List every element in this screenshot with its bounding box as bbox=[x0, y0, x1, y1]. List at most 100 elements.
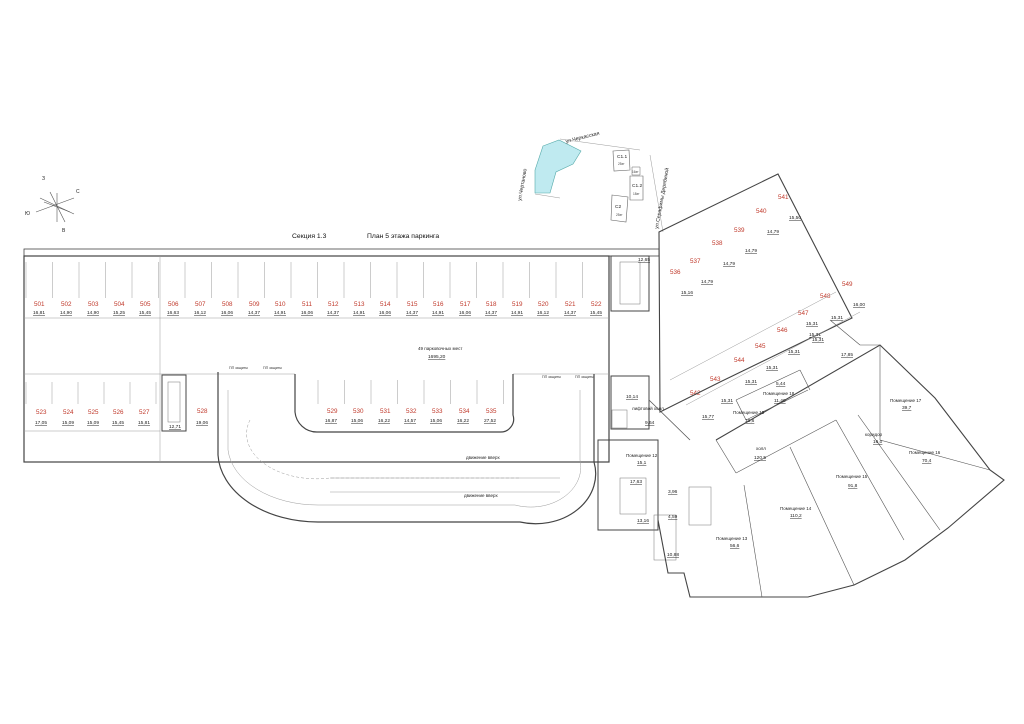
area-value: 17,63 bbox=[630, 479, 642, 485]
compass-label: С bbox=[76, 189, 80, 195]
ramp-direction-label: движение вверх bbox=[466, 455, 500, 460]
slot-area: 14,37 bbox=[564, 310, 576, 316]
slot-area: 15,06 bbox=[430, 418, 442, 424]
slot-number: 537 bbox=[690, 258, 701, 265]
area-value: 15,31 bbox=[806, 321, 818, 327]
building-floors: 18эт bbox=[633, 192, 640, 196]
street-label: ул.Серафимы Дерябиной bbox=[653, 167, 671, 229]
slot-number: 544 bbox=[734, 357, 745, 364]
area-value: 12,71 bbox=[169, 424, 181, 430]
slot-area: 14,90 bbox=[60, 310, 72, 316]
slot-area: 15,31 bbox=[745, 379, 757, 385]
slot-number: 546 bbox=[777, 327, 788, 334]
area-value: 5,44 bbox=[776, 381, 786, 387]
slot-area: 15,09 bbox=[87, 420, 99, 426]
slot-number: 541 bbox=[778, 194, 789, 201]
room-name: Помещение 18 bbox=[763, 391, 795, 396]
room-name: Помещение 16 bbox=[909, 450, 941, 455]
slot-area: 14,91 bbox=[353, 310, 365, 316]
area-value: 10,88 bbox=[667, 552, 679, 558]
room-area: 110,2 bbox=[790, 513, 802, 519]
area-value: 10,14 bbox=[626, 394, 638, 400]
slot-area: 16,81 bbox=[33, 310, 45, 316]
area-value: 15,77 bbox=[702, 414, 714, 420]
slot-number: 503 bbox=[88, 301, 99, 308]
street-label: ул.Черкасская bbox=[565, 131, 600, 145]
slot-number: 526 bbox=[113, 409, 124, 416]
slot-area: 15,31 bbox=[788, 349, 800, 355]
room-name: Помещение 13 bbox=[716, 536, 748, 541]
slot-number: 519 bbox=[512, 301, 523, 308]
slot-number: 521 bbox=[565, 301, 576, 308]
slot-number: 505 bbox=[140, 301, 151, 308]
slot-number: 514 bbox=[380, 301, 391, 308]
plan-title: План 5 этажа паркинга bbox=[367, 233, 439, 240]
compass-label: З bbox=[42, 176, 45, 182]
slot-area: 15,25 bbox=[113, 310, 125, 316]
slot-area: 14,79 bbox=[701, 279, 713, 285]
slot-number: 535 bbox=[486, 408, 497, 415]
slot-number: 530 bbox=[353, 408, 364, 415]
parking-summary-area: 1695,20 bbox=[428, 354, 446, 360]
slot-number: 502 bbox=[61, 301, 72, 308]
slot-area: 15,31 bbox=[831, 315, 843, 321]
area-value: 3,96 bbox=[668, 489, 678, 495]
small-note: ПП защиты bbox=[263, 366, 282, 370]
building-floors: 25эт bbox=[618, 162, 625, 166]
slot-area: 16,12 bbox=[537, 310, 549, 316]
slot-area: 19,06 bbox=[196, 420, 208, 426]
room-name: Помещение 19 bbox=[733, 410, 765, 415]
compass-label: Ю bbox=[25, 211, 30, 217]
area-value: 13,16 bbox=[637, 518, 649, 524]
tower-walls bbox=[657, 173, 1005, 598]
room-name: Помещение 12 bbox=[626, 453, 658, 458]
slot-number: 518 bbox=[486, 301, 497, 308]
slot-number: 511 bbox=[302, 301, 313, 308]
slot-number: 549 bbox=[842, 281, 853, 288]
slot-area: 16,06 bbox=[301, 310, 313, 316]
ramp-direction-label: движение вверх bbox=[464, 493, 498, 498]
slot-number: 507 bbox=[195, 301, 206, 308]
slot-area: 15,45 bbox=[590, 310, 602, 316]
slot-area: 15,16 bbox=[681, 290, 693, 296]
slot-number: 533 bbox=[432, 408, 443, 415]
slot-number: 506 bbox=[168, 301, 179, 308]
slot-area: 17,05 bbox=[35, 420, 47, 426]
area-value: 9,64 bbox=[645, 420, 655, 426]
slot-area: 14,91 bbox=[274, 310, 286, 316]
slot-number: 513 bbox=[354, 301, 365, 308]
building-floors: 25эт bbox=[616, 213, 623, 217]
slot-area: 27,52 bbox=[484, 418, 496, 424]
slot-number: 522 bbox=[591, 301, 602, 308]
site-plan bbox=[534, 138, 664, 233]
room-area: 15,1 bbox=[637, 460, 647, 466]
small-note: ПП защиты bbox=[229, 366, 248, 370]
room-name: коридор bbox=[865, 432, 883, 437]
slot-number: 545 bbox=[755, 343, 766, 350]
area-value: 12,65 bbox=[638, 257, 650, 263]
slot-area: 16,12 bbox=[194, 310, 206, 316]
building-label: С1.2 bbox=[632, 183, 642, 189]
slot-number: 508 bbox=[222, 301, 233, 308]
slot-number: 534 bbox=[459, 408, 470, 415]
slot-number: 538 bbox=[712, 240, 723, 247]
area-value: 4,59 bbox=[668, 514, 678, 520]
room-name: Помещение 17 bbox=[890, 398, 922, 403]
slot-number: 517 bbox=[460, 301, 471, 308]
slot-area: 16,06 bbox=[221, 310, 233, 316]
slot-number: 548 bbox=[820, 293, 831, 300]
area-value: 15,31 bbox=[812, 337, 824, 343]
room-name: Помещение 15 bbox=[836, 474, 868, 479]
parking-row-bottom-mid: 52916,8753015,0653116,2253214,5753315,06… bbox=[325, 408, 497, 424]
slot-area: 14,57 bbox=[404, 418, 416, 424]
slot-area: 14,91 bbox=[511, 310, 523, 316]
small-note: ПП защиты bbox=[575, 375, 594, 379]
section-title: Секция 1.3 bbox=[292, 233, 327, 240]
lift-hall-label: лифтовой холл bbox=[632, 405, 664, 411]
street-label: ул.Чертаново bbox=[517, 168, 529, 201]
slot-area: 14,79 bbox=[723, 261, 735, 267]
parking-row-top: 50116,8150214,9050314,9050415,2550515,45… bbox=[33, 301, 602, 316]
room-area: 16,0 bbox=[873, 439, 883, 445]
slot-area: 14,90 bbox=[87, 310, 99, 316]
